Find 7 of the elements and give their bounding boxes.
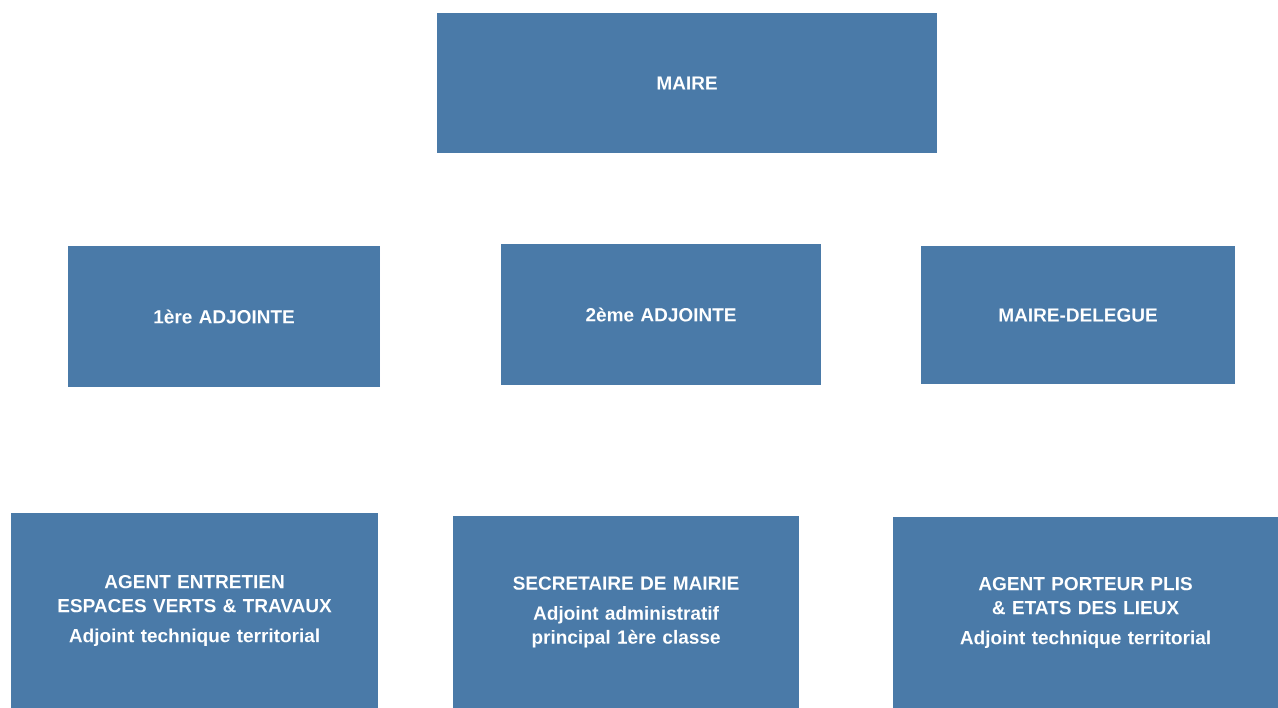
org-box: MAIRE-DELEGUE [921,246,1235,384]
org-box: 1ère ADJOINTE [68,246,380,387]
org-box: SECRETAIRE DE MAIRIE Adjoint administratif principal 1ère classe [453,516,799,708]
org-box: AGENT PORTEUR PLIS & ETATS DES LIEUX Adjoint technique territorial [893,517,1278,708]
org-box: 2ème ADJOINTE [501,244,821,385]
org-box: AGENT ENTRETIEN ESPACES VERTS & TRAVAUX Adjoint technique territorial [11,513,378,708]
org-box: MAIRE [437,13,937,153]
